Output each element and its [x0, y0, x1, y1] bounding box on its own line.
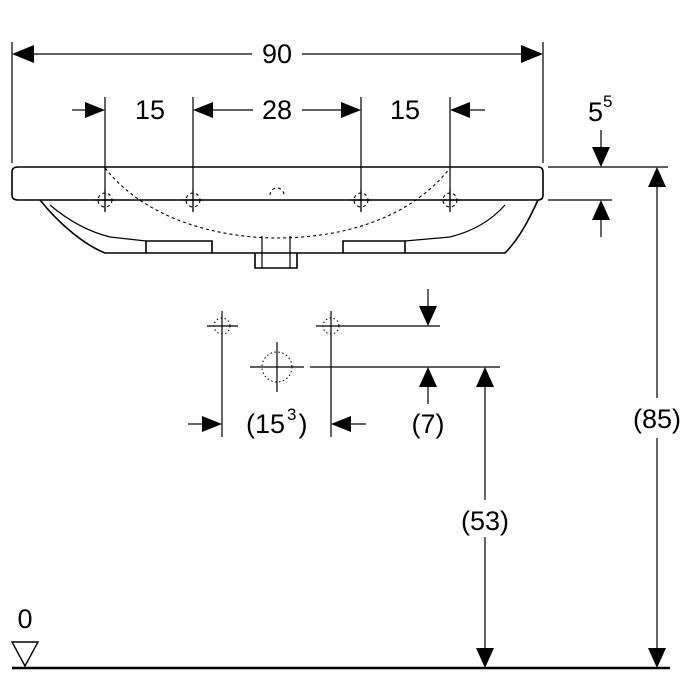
hole-spacing-left-label: 15	[135, 95, 165, 125]
overall-width-dimension: 90	[11, 39, 544, 163]
hole-spacing-dimensions: 15 28 15	[72, 95, 485, 212]
tap-spacing-close: )	[299, 409, 308, 439]
tap-hole-icon	[182, 189, 204, 211]
tap-hole-icon	[439, 189, 461, 211]
wall-connections	[207, 311, 500, 437]
total-height-label: (85)	[633, 404, 681, 434]
rim-thickness-dimension: 5 5	[548, 92, 668, 237]
rim-thickness-label: 5	[588, 97, 603, 127]
tap-offset-dimension: (7)	[412, 289, 445, 439]
floor-level-label: 0	[17, 604, 32, 634]
supply-point-icon	[316, 311, 347, 341]
tap-spacing-base: (15	[246, 409, 285, 439]
floor-level-marker-icon	[10, 641, 40, 668]
waste-height-dimension: (53)	[461, 367, 509, 668]
tap-spacing-superscript: 3	[287, 405, 296, 424]
hole-spacing-right-label: 15	[390, 95, 420, 125]
hole-spacing-middle-label: 28	[262, 95, 292, 125]
supply-point-icon	[207, 311, 238, 341]
tap-offset-label: (7)	[412, 409, 445, 439]
overall-width-label: 90	[262, 39, 292, 69]
waste-height-label: (53)	[461, 506, 509, 536]
total-height-dimension: (85)	[633, 167, 681, 668]
waste-point-icon	[250, 342, 304, 392]
tap-hole-icon	[350, 189, 372, 211]
floor-reference: 0	[10, 604, 670, 670]
basin-outline	[11, 166, 544, 269]
rim-thickness-superscript: 5	[603, 92, 612, 111]
rim-tap-holes	[94, 189, 461, 211]
tap-hole-icon	[94, 189, 116, 211]
